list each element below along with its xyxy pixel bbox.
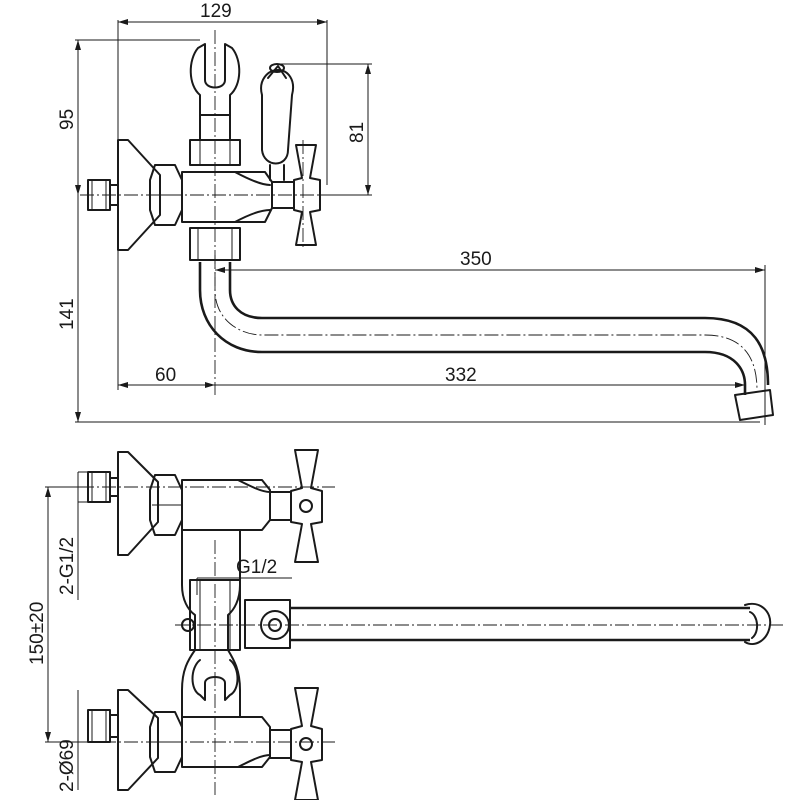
dim-thread-connection: 2-G1/2 <box>57 537 78 595</box>
dim-upper-height: 95 <box>57 109 78 130</box>
dim-spout-length: 350 <box>460 249 492 270</box>
dim-overall-width: 129 <box>200 1 232 22</box>
dim-lower-height: 141 <box>57 298 78 330</box>
upper-cross-handle <box>290 449 323 563</box>
lower-wall-flange <box>117 689 159 791</box>
dim-spout-reach: 332 <box>445 365 477 386</box>
aerator <box>734 389 774 421</box>
top-dimensions: 129 95 81 141 350 60 332 <box>57 1 766 425</box>
dim-flange-diameter: 2-Ø69 <box>57 739 78 792</box>
front-view <box>80 449 785 800</box>
spout-swivel <box>189 227 241 261</box>
dim-body-offset: 60 <box>155 365 176 386</box>
hex-nut <box>149 164 183 226</box>
dim-center-distance: 150±20 <box>27 602 48 665</box>
side-elevation-view <box>80 30 774 421</box>
diverter-lever <box>260 69 294 165</box>
dim-shower-thread: G1/2 <box>236 557 277 578</box>
mixer-vertical-body <box>181 529 196 718</box>
cross-handle-side <box>293 144 321 246</box>
mixer-body <box>181 171 273 223</box>
dim-handle-height: 81 <box>347 122 368 143</box>
spout <box>198 262 747 395</box>
front-dimensions: 2-G1/2 150±20 2-Ø69 G1/2 <box>27 471 292 792</box>
lower-cross-handle <box>290 687 323 800</box>
upper-wall-flange <box>117 451 159 556</box>
